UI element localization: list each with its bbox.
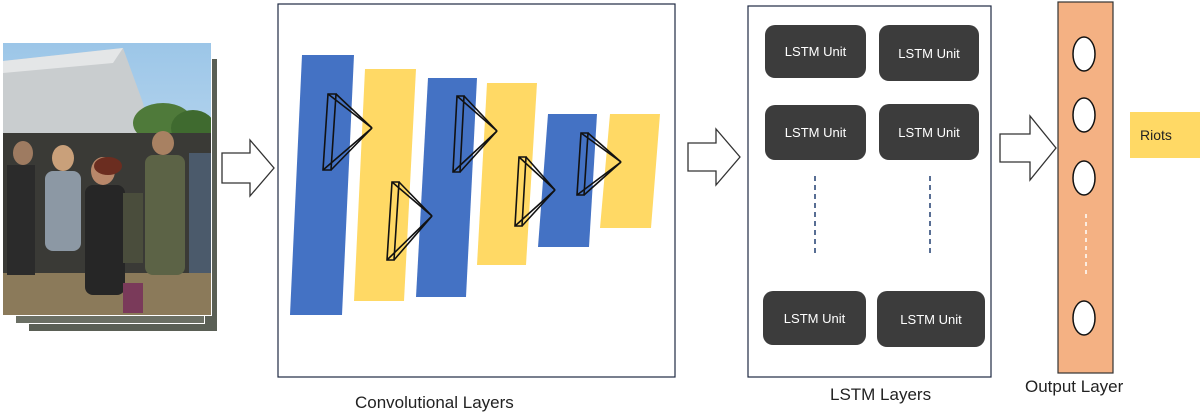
conv-kernel-1 [322, 93, 373, 171]
lstm-layers-caption: LSTM Layers [830, 385, 932, 404]
conv-kernel-2 [386, 181, 433, 261]
lstm-unit: LSTM Unit [765, 25, 866, 78]
lstm-unit: LSTM Unit [763, 291, 866, 345]
conv-slab-yellow-3 [600, 114, 660, 228]
conv-kernel-5 [576, 132, 622, 196]
conv-kernel-3 [452, 95, 498, 173]
output-node-4 [1072, 300, 1096, 336]
flow-arrow-2 [687, 127, 741, 187]
flow-arrow-1 [221, 138, 275, 198]
output-node-2 [1072, 97, 1096, 133]
output-node-3 [1072, 160, 1096, 196]
conv-layers-caption: Convolutional Layers [355, 393, 514, 412]
input-frame-front [2, 42, 212, 316]
output-layer-caption: Output Layer [1025, 377, 1124, 396]
flow-arrow-3 [999, 114, 1057, 182]
conv-kernel-4 [514, 156, 556, 227]
lstm-unit: LSTM Unit [879, 104, 979, 160]
lstm-unit: LSTM Unit [765, 105, 866, 160]
conv-slab-blue-3 [538, 114, 597, 247]
lstm-unit: LSTM Unit [877, 291, 985, 347]
conv-slab-blue-1 [290, 55, 354, 315]
crowd-photo [3, 43, 211, 315]
lstm-unit: LSTM Unit [879, 25, 979, 81]
output-class-label: Riots [1130, 112, 1200, 158]
output-node-1 [1072, 36, 1096, 72]
